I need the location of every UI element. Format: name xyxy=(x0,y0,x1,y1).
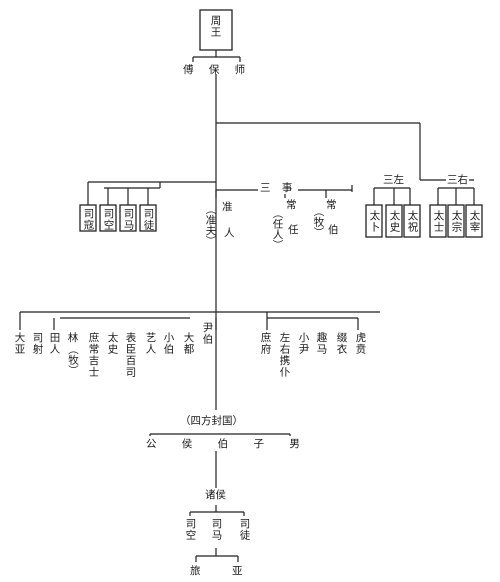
san-zuo-label: 三左 xyxy=(382,174,405,186)
taishi-box xyxy=(385,204,403,238)
zhunren-sub: （准夫） xyxy=(204,204,217,246)
official-shufu: 庶府 xyxy=(259,332,272,355)
sikou-label: 司寇 xyxy=(82,208,95,231)
sifang-ranks: 公 侯 伯 子 男 xyxy=(146,436,311,451)
sima-label: 司马 xyxy=(122,208,135,231)
official-zuoyouxiepu: 左右携仆 xyxy=(278,332,291,378)
situ-label: 司徒 xyxy=(142,208,155,231)
taibu-box xyxy=(365,204,383,238)
changbo-tail: 伯 xyxy=(328,224,339,236)
king-box xyxy=(199,9,233,51)
zhuhou-label: 诸侯 xyxy=(205,489,226,501)
taishi-label: 太史 xyxy=(388,210,401,233)
sima-box xyxy=(119,204,137,232)
official-tianren: 田人 xyxy=(48,332,61,355)
official-taishi: 太史 xyxy=(106,332,119,355)
official-shuchangjishi: 庶常吉士 xyxy=(87,332,100,378)
zhunren-main: 准 xyxy=(222,201,233,213)
changbo-main: 常 xyxy=(326,199,337,211)
taizong-label: 太宗 xyxy=(450,210,463,233)
official-zhuiyi: 缀衣 xyxy=(335,332,348,355)
zhunren-tail: 人 xyxy=(224,227,235,239)
bottom-ya: 亚 xyxy=(232,565,243,577)
taishi2-label: 太士 xyxy=(432,210,445,233)
council-label: 傅 保 师 xyxy=(183,64,252,76)
taizai-label: 太宰 xyxy=(468,210,481,233)
taizai-box xyxy=(465,204,483,238)
official-huben: 虎贲 xyxy=(354,332,367,355)
official-quma: 趣马 xyxy=(315,332,328,355)
taizhu-label: 太祝 xyxy=(406,210,419,233)
official-xiaoyin: 小尹 xyxy=(297,332,310,355)
taizhu-box xyxy=(403,204,421,238)
situ-box xyxy=(139,204,157,232)
king-label: 周王 xyxy=(209,15,222,38)
official-yiren: 艺人 xyxy=(144,332,157,355)
official-xiaobo: 小伯 xyxy=(162,332,175,355)
sikong-box xyxy=(99,204,117,232)
changbo-sub: （牧） xyxy=(312,206,325,238)
taizong-box xyxy=(447,204,465,238)
bottom-lv: 旅 xyxy=(190,565,201,577)
sikou-box xyxy=(79,204,97,232)
zhuhou-situ: 司徒 xyxy=(238,518,251,541)
official-lin: 林 （牧） xyxy=(67,332,79,376)
official-dadu: 大都 xyxy=(182,332,195,355)
official-sishe: 司射 xyxy=(31,332,44,355)
official-yinbo: 尹伯 xyxy=(201,322,214,345)
sikong-label: 司空 xyxy=(102,208,115,231)
zhuhou-sikong: 司空 xyxy=(184,518,197,541)
zhuhou-sima: 司马 xyxy=(210,518,223,541)
official-daya: 大亚 xyxy=(13,332,26,355)
taishi2-box xyxy=(429,204,447,238)
taibu-label: 太卜 xyxy=(368,210,381,233)
official-biaochenbaisi: 表臣百司 xyxy=(124,332,137,378)
changren-sub: （任人） xyxy=(271,208,284,250)
changren-main: 常 xyxy=(286,199,297,211)
sifang-label: （四方封国） xyxy=(180,415,243,427)
three-affairs-label: 三 事 xyxy=(258,182,299,194)
san-you-label: 三右 xyxy=(446,174,469,186)
changren-tail: 任 xyxy=(288,224,299,236)
